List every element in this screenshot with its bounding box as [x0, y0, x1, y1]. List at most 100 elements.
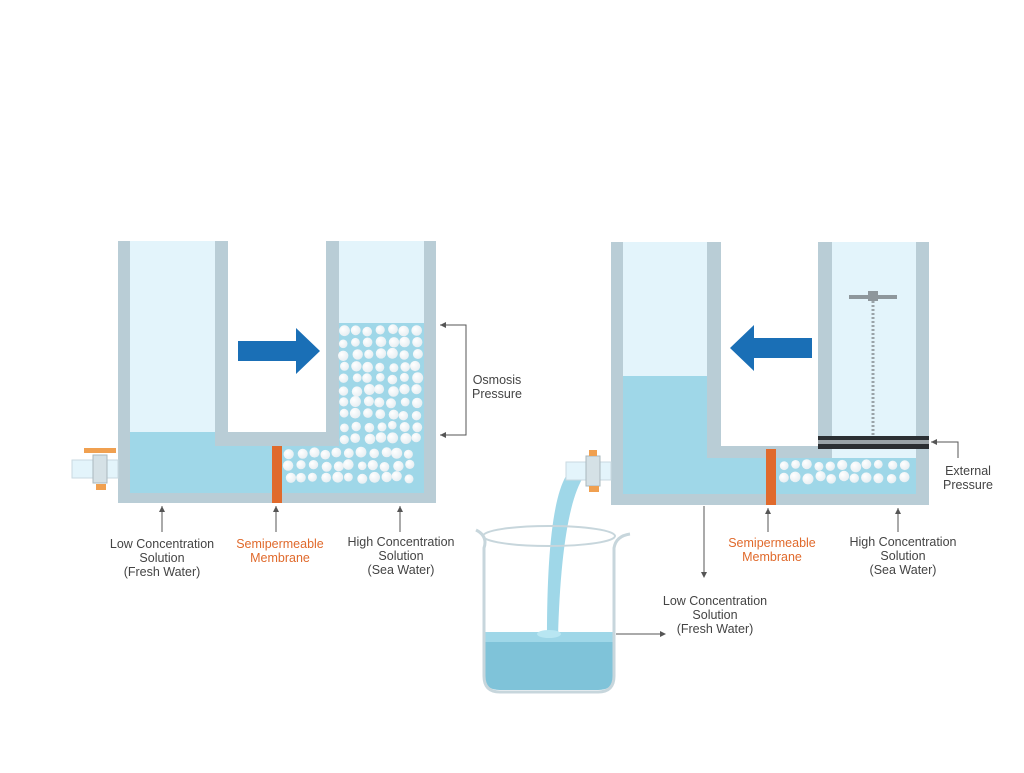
left-membrane: [272, 446, 282, 503]
solute-particle: [801, 459, 812, 470]
solute-particle: [873, 459, 883, 469]
solute-particle: [403, 449, 413, 459]
solute-particle: [412, 372, 424, 384]
solute-particle: [339, 408, 349, 418]
solute-particle: [399, 336, 410, 348]
solute-particle: [873, 473, 884, 484]
solute-particle: [789, 471, 801, 483]
solute-particle: [411, 384, 422, 395]
solute-particle: [888, 460, 898, 470]
left-osmosis-bracket: [440, 324, 467, 436]
solute-particle: [362, 373, 372, 383]
solute-particle: [405, 459, 415, 469]
solute-particle: [393, 460, 404, 472]
solute-particle: [321, 472, 332, 483]
solute-particle: [791, 460, 800, 469]
solute-particle: [387, 347, 398, 359]
left-flow-arrow: [238, 328, 320, 374]
right-apparatus: [475, 242, 959, 694]
solute-particle: [351, 361, 362, 372]
solute-particle: [338, 339, 348, 349]
solute-particle: [363, 396, 374, 407]
solute-particle: [825, 461, 835, 471]
solute-particle: [379, 462, 390, 472]
solute-particle: [375, 336, 387, 348]
left-valve: [71, 448, 119, 490]
left-apparatus: [71, 241, 467, 532]
solute-particle: [412, 397, 423, 409]
solute-particle: [349, 396, 361, 407]
solute-particle: [814, 461, 824, 471]
solute-particle: [364, 433, 376, 445]
right-piston: [818, 291, 929, 449]
solute-particle: [375, 348, 387, 359]
solute-particle: [339, 397, 349, 407]
solute-particle: [369, 448, 380, 459]
solute-particle: [861, 472, 872, 483]
solute-particle: [332, 471, 344, 483]
solute-particle: [375, 432, 387, 443]
beaker: [475, 525, 631, 694]
solute-particle: [375, 362, 385, 372]
solute-particle: [364, 384, 375, 395]
solute-particle: [389, 363, 399, 373]
solute-particle: [343, 448, 354, 459]
solute-particle: [398, 325, 410, 337]
solute-particle: [297, 448, 308, 459]
solute-particle: [357, 473, 368, 484]
solute-particle: [321, 461, 332, 472]
solute-particle: [399, 350, 409, 360]
solute-particle: [387, 374, 398, 385]
solute-particle: [331, 447, 342, 458]
solute-particle: [375, 325, 385, 335]
solute-particle: [412, 422, 423, 433]
solute-particle: [850, 461, 862, 473]
solute-particle: [349, 407, 361, 419]
solute-particle: [815, 471, 826, 482]
solute-particle: [309, 447, 320, 458]
solute-particle: [386, 398, 396, 409]
solute-particle: [362, 361, 374, 373]
solute-particle: [377, 422, 387, 432]
solute-particle: [899, 460, 910, 471]
solute-particle: [363, 408, 373, 418]
solute-particle: [362, 337, 373, 348]
solute-particle: [886, 474, 897, 484]
solute-particle: [283, 449, 294, 460]
solute-particle: [362, 326, 373, 337]
solute-particle: [351, 421, 361, 432]
solute-particle: [388, 409, 399, 420]
right-fresh-water: [623, 376, 766, 494]
solute-particle: [802, 473, 814, 485]
solute-particle: [399, 372, 409, 382]
solute-particle: [388, 337, 400, 348]
solute-particle: [391, 471, 402, 482]
right-solute-particles: [779, 459, 910, 485]
solute-particle: [400, 433, 412, 444]
solute-particle: [849, 473, 859, 483]
solute-particle: [398, 411, 409, 421]
solute-particle: [351, 337, 360, 347]
solute-particle: [333, 461, 344, 472]
solute-particle: [838, 470, 850, 482]
solute-particle: [338, 386, 349, 396]
solute-particle: [357, 461, 367, 471]
solute-particle: [779, 461, 789, 471]
solute-particle: [375, 409, 386, 419]
solute-particle: [296, 460, 306, 470]
solute-particle: [339, 435, 349, 445]
solute-particle: [388, 324, 398, 335]
solute-particle: [899, 472, 910, 483]
solute-particle: [391, 447, 403, 459]
solute-particle: [399, 384, 410, 395]
solute-particle: [387, 432, 399, 444]
solute-particle: [410, 360, 421, 372]
solute-particle: [282, 460, 294, 471]
